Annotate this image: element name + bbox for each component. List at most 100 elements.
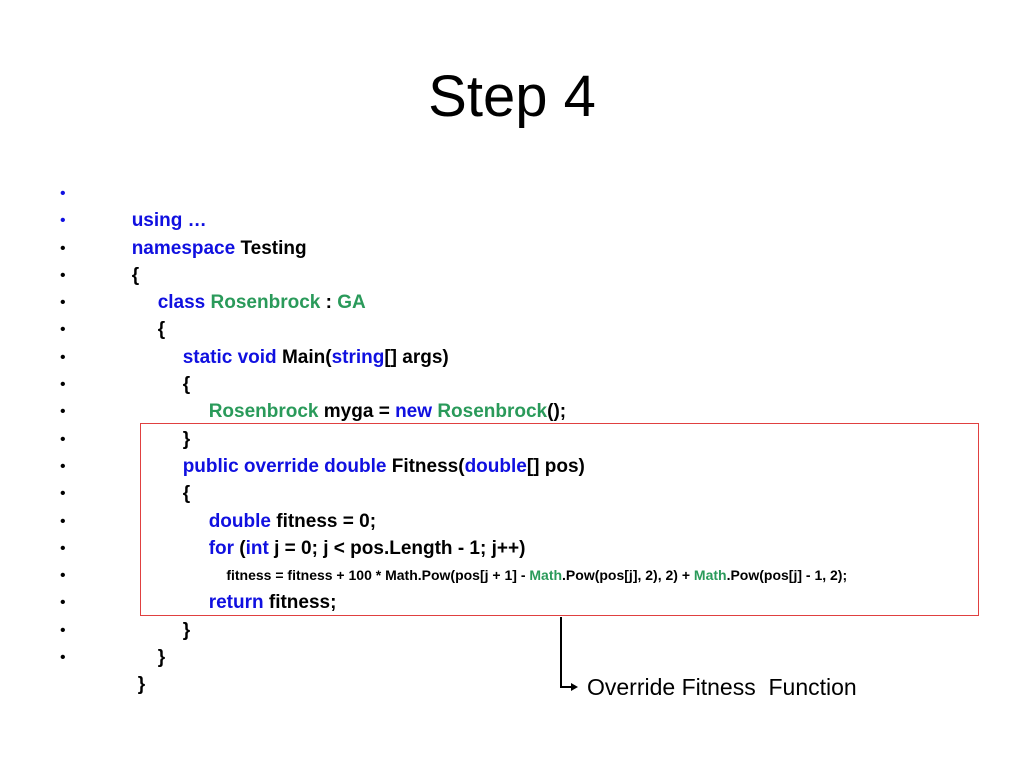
bullet-marker: • — [60, 403, 66, 421]
code-keyword: double — [464, 455, 527, 477]
code-keyword: int — [245, 537, 269, 559]
code-line-class-open: • { — [0, 289, 1024, 340]
code-line-class-close: • } — [0, 617, 1024, 668]
bullet-marker: • — [60, 457, 66, 475]
code-keyword: namespace — [131, 237, 236, 259]
code-type: Rosenbrock — [208, 401, 319, 423]
code-plain: myga = — [318, 401, 396, 423]
code-keyword: static void — [182, 346, 277, 368]
bullet-marker: • — [60, 239, 66, 257]
bullet-marker: • — [60, 594, 66, 612]
code-text: double fitness = 0; — [177, 480, 376, 562]
slide-title: Step 4 — [428, 64, 596, 129]
code-keyword: new — [395, 401, 433, 423]
code-line-fitness-open: • { — [0, 453, 1024, 504]
bullet-marker: • — [60, 621, 66, 639]
code-text: } — [106, 644, 145, 726]
code-plain: } — [182, 619, 191, 641]
code-text: for (int j = 0; j < pos.Length - 1; j++) — [177, 508, 526, 590]
code-line-new-instance: • Rosenbrock myga = new Rosenbrock(); — [0, 371, 1024, 422]
code-line-fitness-close: • } — [0, 589, 1024, 640]
code-plain: ( — [234, 537, 246, 559]
code-keyword: class — [157, 292, 206, 314]
bullet-marker: • — [60, 539, 66, 557]
code-plain: : — [320, 292, 338, 314]
code-type: Math — [693, 567, 727, 584]
bullet-marker: • — [60, 294, 66, 312]
code-plain: j = 0; j < pos.Length - 1; j++) — [268, 537, 526, 559]
code-plain: } — [157, 647, 166, 669]
code-plain: } — [182, 428, 191, 450]
bullet-marker: • — [60, 185, 66, 202]
code-keyword: return — [208, 592, 264, 614]
code-text: Rosenbrock myga = new Rosenbrock(); — [177, 371, 566, 453]
bullet-marker: • — [60, 348, 66, 366]
code-keyword: using … — [131, 210, 207, 232]
code-line-namespace-open: • { — [0, 235, 1024, 286]
code-line-namespace: • namespace Testing — [0, 207, 1024, 258]
code-plain: fitness = 0; — [270, 510, 377, 532]
bullet-marker: • — [60, 512, 66, 530]
callout-connector-horizontal — [560, 686, 572, 688]
fitness-highlight-box — [140, 423, 979, 616]
code-text: namespace Testing — [100, 207, 307, 289]
bullet-marker: • — [60, 266, 66, 284]
code-type: GA — [337, 292, 366, 314]
code-line-using: • using … — [0, 180, 1024, 231]
code-plain: (); — [547, 401, 567, 423]
code-plain: .Pow(pos[j], 2), 2) + — [562, 567, 694, 584]
code-text: using … — [100, 180, 207, 262]
code-keyword: for — [208, 537, 235, 559]
code-keyword: double — [208, 510, 271, 532]
code-keyword: public override double — [182, 455, 387, 477]
code-line-main-open: • { — [0, 344, 1024, 395]
code-line-return: • return fitness; — [0, 562, 1024, 613]
code-type: Rosenbrock — [210, 292, 321, 314]
code-text: return fitness; — [177, 562, 337, 644]
bullet-marker: • — [60, 321, 66, 339]
code-plain: Fitness( — [386, 455, 465, 477]
code-plain: .Pow(pos[j] - 1, 2); — [726, 567, 848, 584]
code-text: static void Main(string[] args) — [151, 316, 449, 398]
code-type: Math — [529, 567, 563, 584]
code-line-main-close: • } — [0, 398, 1024, 449]
code-plain: fitness; — [263, 592, 337, 614]
code-text: public override double Fitness(double[] … — [151, 426, 585, 508]
code-line-namespace-close: • } — [0, 644, 1024, 695]
code-plain: [] args) — [384, 346, 449, 368]
code-text: } — [151, 398, 190, 480]
code-text: } — [151, 589, 190, 671]
code-text: { — [151, 344, 190, 426]
code-bullet-list: • using … • namespace Testing • { • clas… — [0, 180, 1024, 695]
code-text: fitness = fitness + 100 * Math.Pow(pos[j… — [203, 535, 847, 617]
callout-label: Override Fitness Function — [587, 674, 857, 700]
code-text: class Rosenbrock : GA — [126, 262, 366, 344]
code-line-for-loop: • for (int j = 0; j < pos.Length - 1; j+… — [0, 508, 1024, 559]
code-text: } — [126, 617, 165, 699]
code-plain: Testing — [235, 237, 307, 259]
code-text: { — [151, 453, 190, 535]
code-keyword: string — [331, 346, 385, 368]
callout-connector-line — [560, 617, 562, 687]
code-plain: { — [182, 374, 191, 396]
code-line-fitness-formula: • fitness = fitness + 100 * Math.Pow(pos… — [0, 535, 1024, 583]
code-plain: } — [137, 674, 146, 696]
code-text: { — [100, 235, 139, 317]
code-plain: fitness = fitness + 100 * Math.Pow(pos[j… — [226, 567, 530, 584]
bullet-marker: • — [60, 567, 66, 585]
code-line-main: • static void Main(string[] args) — [0, 316, 1024, 367]
bullet-marker: • — [60, 212, 66, 230]
code-type: Rosenbrock — [437, 401, 548, 423]
code-plain: { — [131, 264, 140, 286]
code-plain: [] pos) — [526, 455, 585, 477]
bullet-marker: • — [60, 485, 66, 503]
callout-arrowhead — [571, 683, 578, 691]
bullet-marker: • — [60, 376, 66, 394]
code-line-class: • class Rosenbrock : GA — [0, 262, 1024, 313]
bullet-marker: • — [60, 430, 66, 448]
code-plain: { — [182, 483, 191, 505]
code-plain: { — [157, 319, 166, 341]
code-text: { — [126, 289, 165, 371]
code-plain: Main( — [276, 346, 332, 368]
code-line-fitness-signature: • public override double Fitness(double[… — [0, 426, 1024, 477]
